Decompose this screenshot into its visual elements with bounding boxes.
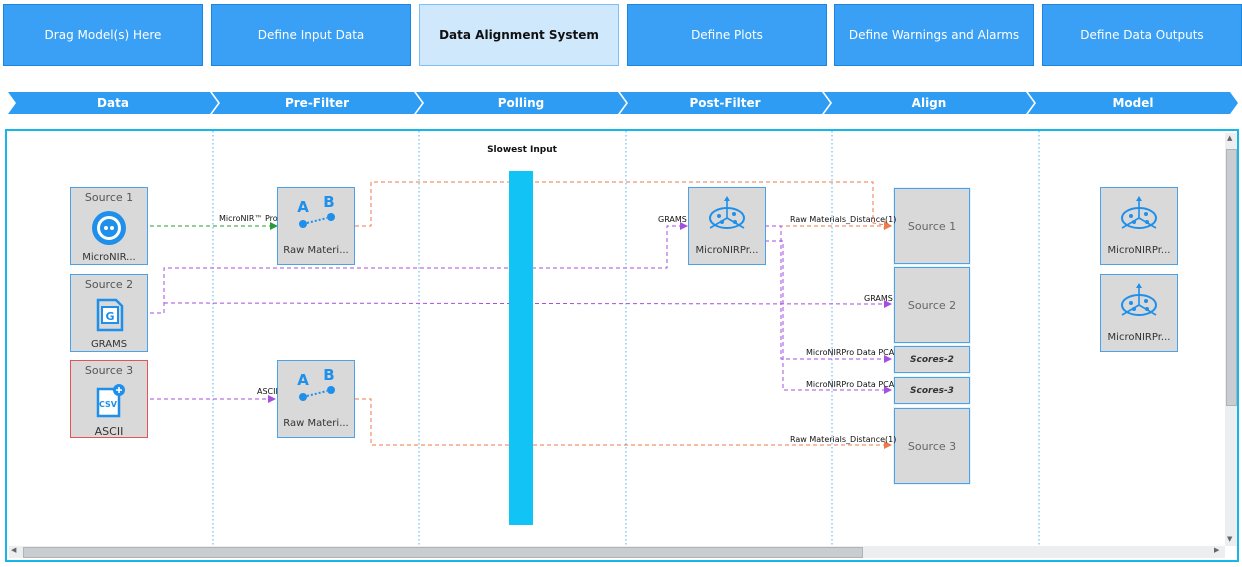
- prefilter-1-node[interactable]: A B Raw Materi...: [277, 187, 355, 265]
- prefilter-2-node[interactable]: A B Raw Materi...: [277, 360, 355, 438]
- polling-bar[interactable]: [509, 171, 533, 525]
- source-2-node[interactable]: Source 2 G GRAMS: [70, 274, 148, 352]
- stage-model: Model: [1028, 92, 1238, 114]
- svg-text:B: B: [323, 367, 334, 384]
- tab-define-data-outputs[interactable]: Define Data Outputs: [1042, 4, 1242, 66]
- stage-polling-label: Polling: [497, 96, 545, 110]
- a-b-transform-icon: A B: [297, 367, 335, 401]
- source-2-title: Source 2: [84, 278, 134, 291]
- grams-file-icon: G: [96, 298, 124, 332]
- align-source-2[interactable]: Source 2: [893, 266, 971, 344]
- source-3-label: ASCII: [94, 425, 124, 438]
- model-1-node[interactable]: MicroNIRPr...: [1100, 187, 1178, 265]
- pca-model-icon: [1121, 283, 1157, 316]
- source-1-node[interactable]: Source 1 MicroNIR...: [70, 187, 148, 265]
- postfilter-label: MicroNIRPr...: [695, 245, 759, 256]
- scroll-down-icon[interactable]: ▼: [1227, 535, 1233, 543]
- scroll-right-icon[interactable]: ▶: [1214, 546, 1220, 554]
- horizontal-scroll-thumb[interactable]: [23, 547, 863, 558]
- pca-model-icon: [1121, 196, 1157, 229]
- stage-polling: Polling: [416, 92, 626, 114]
- align-source-3[interactable]: Source 3: [893, 407, 971, 485]
- vertical-scrollbar[interactable]: ▲ ▼: [1225, 133, 1237, 546]
- source-1-label: MicroNIR...: [82, 252, 136, 263]
- source-1-title: Source 1: [84, 191, 134, 204]
- micronir-device-icon: [92, 211, 126, 245]
- wire-prefilter1-align-source1: [355, 181, 892, 229]
- wire-label-grams-align: GRAMS: [864, 294, 893, 303]
- a-b-transform-icon: A B: [297, 194, 335, 228]
- stage-data: Data: [8, 92, 218, 114]
- wire-postfilter-scores3: [765, 240, 892, 394]
- svg-text:A: A: [297, 371, 309, 389]
- model-2-label: MicroNIRPr...: [1107, 332, 1171, 343]
- stage-align: Align: [824, 92, 1034, 114]
- model-1-label: MicroNIRPr...: [1107, 245, 1171, 256]
- stage-align-label: Align: [911, 96, 947, 110]
- alignment-canvas[interactable]: Slowest Input Source 1 MicroNIR... Sourc…: [5, 129, 1239, 562]
- wire-label-pca-3: MicroNIRPro Data PCA: [806, 380, 895, 389]
- wire-prefilter2-align-source3: [355, 398, 892, 449]
- align-scores-2[interactable]: Scores-2: [893, 345, 971, 374]
- stage-pre-filter: Pre-Filter: [212, 92, 422, 114]
- align-source-1[interactable]: Source 1: [893, 187, 971, 265]
- prefilter-1-label: Raw Materi...: [283, 245, 349, 256]
- wire-source2-align-source2: [163, 299, 892, 308]
- polling-label: Slowest Input: [487, 145, 557, 155]
- scroll-up-icon[interactable]: ▲: [1227, 134, 1233, 142]
- svg-text:G: G: [105, 310, 114, 323]
- tab-define-warnings-alarms[interactable]: Define Warnings and Alarms: [834, 4, 1034, 66]
- tab-data-alignment-system[interactable]: Data Alignment System: [419, 4, 619, 66]
- wire-postfilter-scores2: [765, 225, 892, 363]
- wire-source2-postfilter: [150, 222, 688, 314]
- tab-define-input-data[interactable]: Define Input Data: [211, 4, 411, 66]
- source-3-title: Source 3: [84, 364, 134, 377]
- wire-label-ascii: ASCII: [257, 387, 278, 396]
- model-2-node[interactable]: MicroNIRPr...: [1100, 274, 1178, 352]
- source-3-node[interactable]: Source 3 CSV ASCII: [70, 360, 148, 438]
- wire-label-grams-in: GRAMS: [658, 215, 687, 224]
- scroll-left-icon[interactable]: ◀: [11, 546, 17, 554]
- align-scores-3[interactable]: Scores-3: [893, 376, 971, 405]
- wire-label-raw-distance-3: Raw Materials_Distance(1): [790, 435, 897, 444]
- wire-label-raw-distance-1: Raw Materials_Distance(1): [790, 215, 897, 224]
- tab-define-plots[interactable]: Define Plots: [627, 4, 827, 66]
- stage-post-filter-label: Post-Filter: [689, 96, 761, 110]
- stage-data-label: Data: [97, 96, 129, 110]
- pca-model-icon: [709, 196, 745, 229]
- stage-post-filter: Post-Filter: [620, 92, 830, 114]
- prefilter-2-label: Raw Materi...: [283, 418, 349, 429]
- wire-label-pca-2: MicroNIRPro Data PCA: [806, 348, 895, 357]
- wire-label-micronir-pro: MicroNIR™ Pro: [219, 214, 278, 223]
- svg-text:B: B: [323, 194, 334, 211]
- tab-drag-models[interactable]: Drag Model(s) Here: [3, 4, 203, 66]
- svg-text:CSV: CSV: [99, 400, 118, 409]
- svg-text:A: A: [297, 198, 309, 216]
- stage-pre-filter-label: Pre-Filter: [284, 96, 350, 110]
- source-2-label: GRAMS: [90, 339, 128, 350]
- horizontal-scrollbar[interactable]: ◀ ▶: [9, 546, 1225, 558]
- csv-file-icon: CSV: [96, 384, 125, 418]
- postfilter-node[interactable]: MicroNIRPr...: [688, 187, 766, 265]
- vertical-scroll-thumb[interactable]: [1226, 149, 1237, 406]
- stage-model-label: Model: [1112, 96, 1154, 110]
- connection-wires: [150, 131, 1040, 546]
